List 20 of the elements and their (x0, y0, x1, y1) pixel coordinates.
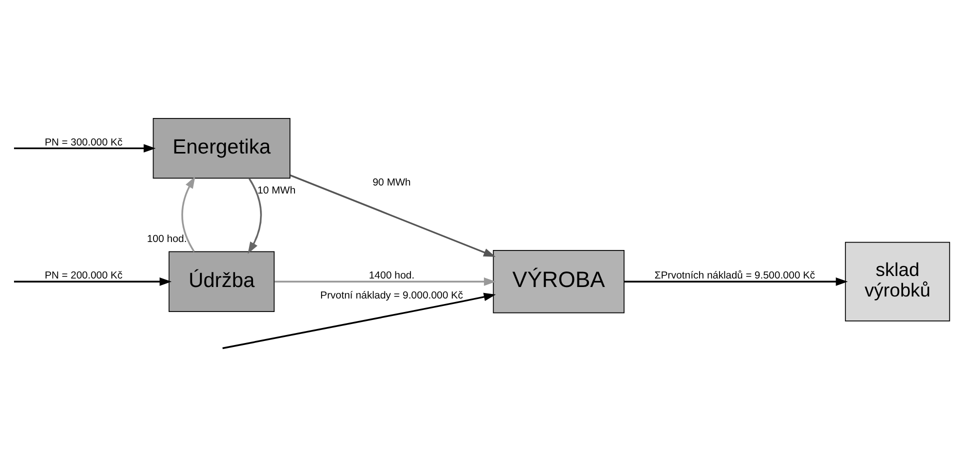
edge-label: 10 MWh (257, 185, 296, 196)
arrow (290, 174, 496, 256)
node-box: Energetika (152, 118, 290, 178)
edge-label: 100 hod. (146, 234, 187, 245)
node-box: Údržba (168, 250, 275, 312)
arrow (181, 176, 196, 252)
arrow (274, 276, 496, 286)
edge-label: 90 MWh (372, 177, 411, 188)
node-box: sklad výrobků (844, 241, 950, 321)
edge-label: ΣPrvotních nákladů = 9.500.000 Kč (654, 270, 815, 282)
arrow (14, 276, 172, 286)
edge-label: Prvotní náklady = 9.000.000 Kč (320, 290, 464, 301)
arrow (222, 292, 496, 349)
arrow (624, 276, 848, 286)
arrow (14, 144, 156, 152)
arrow (248, 178, 262, 254)
edge-label: PN = 300.000 Kč (44, 136, 123, 148)
node-box: VÝROBA (492, 250, 624, 313)
edge-label: PN = 200.000 Kč (44, 270, 123, 282)
edge-label: 1400 hod. (368, 270, 414, 282)
